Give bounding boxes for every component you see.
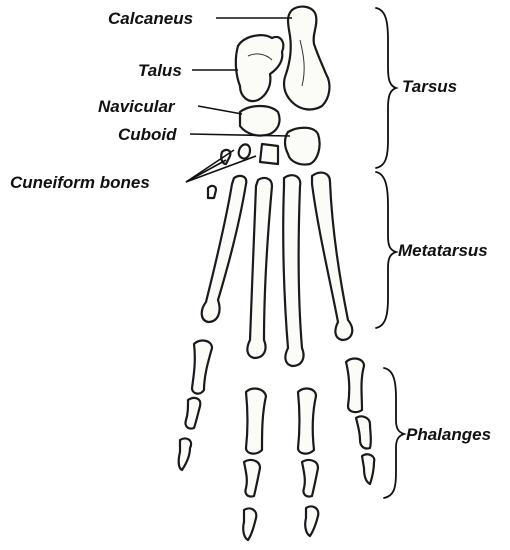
talus-bone bbox=[236, 35, 283, 101]
cuboid-leader bbox=[190, 134, 290, 136]
cuneiform-label: Cuneiform bones bbox=[10, 173, 150, 192]
phalanx-bones bbox=[179, 341, 375, 540]
cuboid-bone bbox=[285, 128, 320, 165]
calcaneus-label: Calcaneus bbox=[108, 9, 193, 28]
talus-label: Talus bbox=[138, 61, 182, 80]
metatarsus-label: Metatarsus bbox=[398, 241, 488, 260]
phalanges-label: Phalanges bbox=[406, 425, 491, 444]
tarsus-brace bbox=[376, 8, 396, 168]
tarsus-label: Tarsus bbox=[402, 77, 457, 96]
navicular-bone bbox=[240, 106, 280, 136]
phalanges-brace bbox=[384, 368, 404, 498]
calcaneus-bone bbox=[284, 7, 329, 110]
cuboid-label: Cuboid bbox=[118, 125, 177, 144]
cuneiform-leader-3 bbox=[186, 160, 226, 182]
navicular-leader bbox=[198, 106, 242, 114]
navicular-label: Navicular bbox=[98, 97, 176, 116]
metatarsus-brace bbox=[376, 172, 396, 328]
metatarsal-bones bbox=[202, 173, 353, 366]
